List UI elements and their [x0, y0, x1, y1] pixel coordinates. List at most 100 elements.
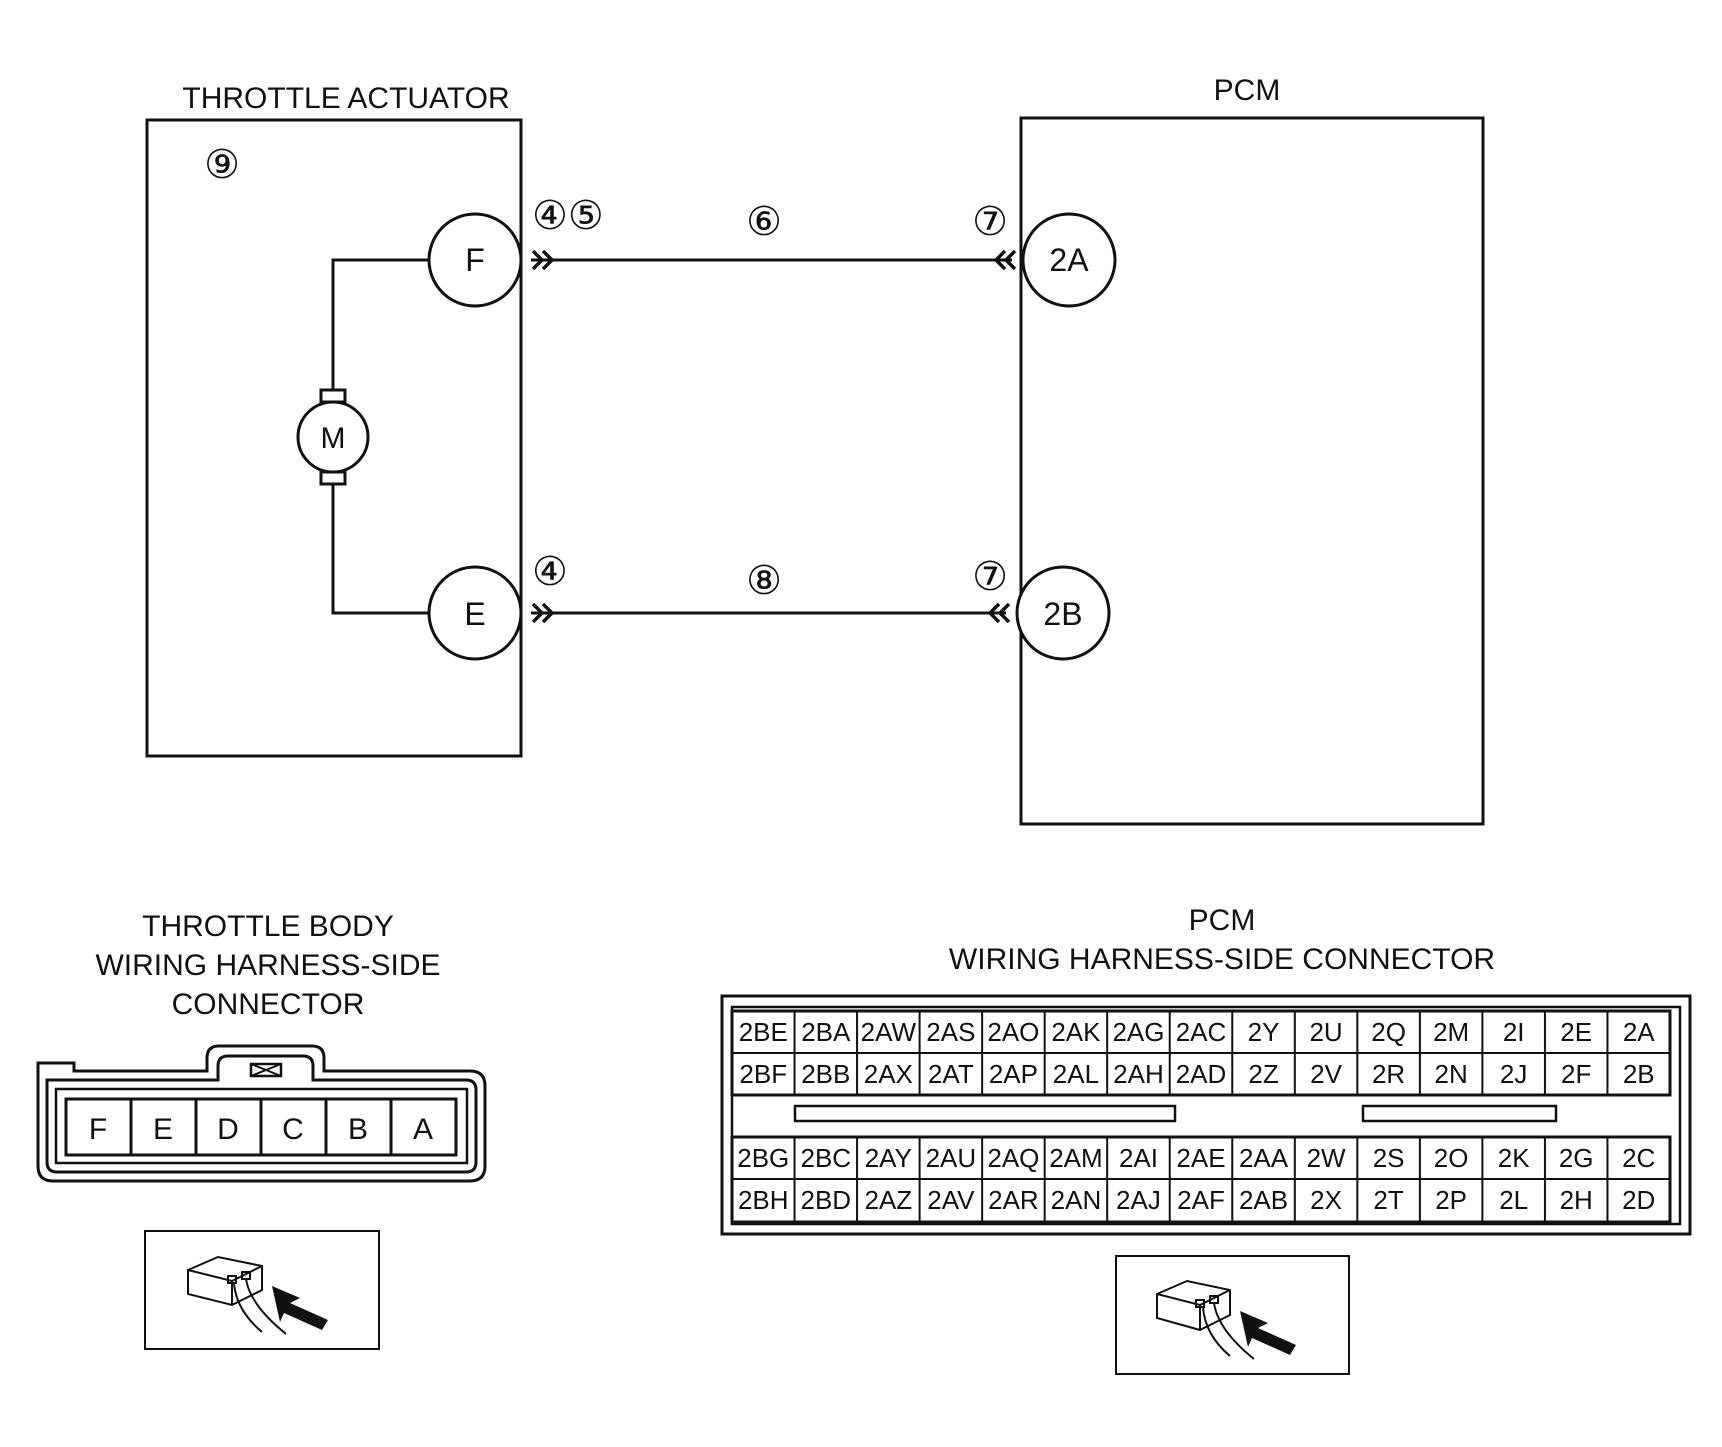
throttle-pin: D — [217, 1113, 239, 1146]
pcm-pin: 2V — [1310, 1059, 1342, 1089]
motor-symbol — [296, 400, 370, 474]
pcm-pin: 2AU — [926, 1143, 977, 1173]
connector-chevron-icon — [541, 602, 555, 624]
lock-tab-icon-mark — [250, 1063, 282, 1077]
connector-chevron-icon — [987, 602, 1001, 624]
schematic: THROTTLE ACTUATOR PCM ⑨ M F E 2A 2B — [145, 74, 1485, 826]
throttle-pin: A — [413, 1113, 433, 1146]
pcm-pin: 2AF — [1177, 1185, 1225, 1215]
pcm-pin: 2AS — [926, 1017, 975, 1047]
pcm-pin: 2BC — [801, 1143, 852, 1173]
pcm-pin: 2Z — [1248, 1059, 1278, 1089]
pcm-connector-housing-inner — [730, 1005, 1682, 1226]
pcm-pin: 2AL — [1053, 1059, 1099, 1089]
pcm-pin: 2AK — [1051, 1017, 1101, 1047]
pcm-connector-housing — [720, 994, 1692, 1236]
motor-brush-top — [319, 388, 347, 404]
connector-chevron-icon — [541, 249, 555, 271]
latch-slot — [1361, 1104, 1558, 1123]
pcm-title: PCM — [1214, 74, 1281, 107]
pcm-pin: 2E — [1560, 1017, 1592, 1047]
connector-chevron-icon — [1003, 249, 1017, 271]
pcm-connector-title-line1: PCM — [1189, 904, 1256, 937]
pcm-pin: 2W — [1307, 1143, 1346, 1173]
motor-label: M — [321, 422, 346, 455]
throttle-connector-housing-inner — [45, 1054, 478, 1174]
pcm-connector-title-line2: WIRING HARNESS-SIDE CONNECTOR — [949, 943, 1495, 976]
pcm-terminal-2b-label: 2B — [1043, 596, 1082, 632]
throttle-connector-title-line2: WIRING HARNESS-SIDE — [95, 949, 440, 982]
pcm-pin: 2O — [1434, 1143, 1469, 1173]
pcm-pin: 2AO — [987, 1017, 1039, 1047]
pcm-pin: 2D — [1622, 1185, 1655, 1215]
connector-chevron-icon — [531, 249, 545, 271]
pcm-pin: 2U — [1309, 1017, 1342, 1047]
step-marker-bottom-pcm: ⑦ — [972, 555, 1008, 599]
connector-view-icon — [1115, 1255, 1350, 1375]
pcm-pin: 2AA — [1239, 1143, 1289, 1173]
actuator-terminal-e — [427, 565, 523, 661]
pcm-pin: 2J — [1500, 1059, 1527, 1089]
actuator-terminal-f — [427, 212, 523, 308]
pcm-pin: 2S — [1373, 1143, 1405, 1173]
throttle-connector-housing — [36, 1044, 487, 1183]
pcm-pin: 2AB — [1239, 1185, 1288, 1215]
pcm-pin: 2AZ — [864, 1185, 912, 1215]
pcm-pin: 2BA — [801, 1017, 851, 1047]
connector-view-icon — [144, 1230, 380, 1350]
throttle-actuator-title: THROTTLE ACTUATOR — [182, 82, 509, 115]
pcm-pin: 2H — [1560, 1185, 1593, 1215]
pcm-pin: 2AJ — [1116, 1185, 1161, 1215]
pcm-pin: 2I — [1503, 1017, 1525, 1047]
pcm-pin: 2T — [1373, 1185, 1403, 1215]
pcm-pin: 2AP — [989, 1059, 1038, 1089]
step-marker-top-actuator: ④⑤ — [532, 194, 604, 238]
pcm-pin: 2AV — [927, 1185, 975, 1215]
step-marker-bottom-actuator: ④ — [532, 550, 568, 594]
throttle-pin: B — [348, 1113, 368, 1146]
pcm-pin: 2C — [1622, 1143, 1655, 1173]
pcm-pin: 2AQ — [987, 1143, 1039, 1173]
pcm-pin: 2AY — [865, 1143, 912, 1173]
pcm-pin: 2BH — [738, 1185, 789, 1215]
throttle-connector-title-line1: THROTTLE BODY — [142, 910, 394, 943]
pcm-pin: 2AH — [1113, 1059, 1164, 1089]
throttle-pin: E — [153, 1113, 173, 1146]
pcm-pin: 2BF — [739, 1059, 787, 1089]
pcm-pin: 2F — [1561, 1059, 1591, 1089]
throttle-connector: THROTTLE BODY WIRING HARNESS-SIDE CONNEC… — [36, 910, 487, 1350]
pcm-pin: 2K — [1498, 1143, 1530, 1173]
latch-slot — [793, 1104, 1177, 1123]
pcm-terminal-2a-label: 2A — [1049, 242, 1089, 278]
pcm-pin: 2AE — [1176, 1143, 1225, 1173]
step-marker-bottom-wire: ⑧ — [746, 559, 782, 603]
pcm-pin: 2AN — [1051, 1185, 1102, 1215]
pcm-pin: 2BD — [801, 1185, 852, 1215]
pcm-pin: 2AI — [1119, 1143, 1158, 1173]
throttle-pin: C — [282, 1113, 304, 1146]
throttle-actuator-box — [145, 118, 523, 758]
pcm-pin: 2M — [1433, 1017, 1469, 1047]
pcm-pin: 2BB — [801, 1059, 850, 1089]
pcm-pin: 2N — [1435, 1059, 1468, 1089]
throttle-connector-housing-inner2 — [54, 1087, 469, 1165]
lock-tab-icon — [249, 1062, 283, 1078]
pcm-pin: 2AW — [861, 1017, 917, 1047]
step-marker-top-pcm: ⑦ — [972, 200, 1008, 244]
actuator-step-marker: ⑨ — [204, 143, 240, 187]
actuator-terminal-e-label: E — [464, 596, 485, 632]
pcm-pin: 2Y — [1248, 1017, 1280, 1047]
pcm-pin: 2Q — [1371, 1017, 1406, 1047]
pcm-pin: 2BG — [737, 1143, 789, 1173]
pcm-pin: 2AT — [928, 1059, 974, 1089]
pcm-pin: 2BE — [739, 1017, 788, 1047]
pcm-pin: 2AG — [1112, 1017, 1164, 1047]
connector-chevron-icon — [993, 249, 1007, 271]
pcm-pin: 2P — [1435, 1185, 1467, 1215]
pcm-pin: 2AC — [1176, 1017, 1227, 1047]
pcm-pin: 2AR — [988, 1185, 1039, 1215]
pcm-pin: 2R — [1372, 1059, 1405, 1089]
pcm-pin: 2L — [1499, 1185, 1528, 1215]
